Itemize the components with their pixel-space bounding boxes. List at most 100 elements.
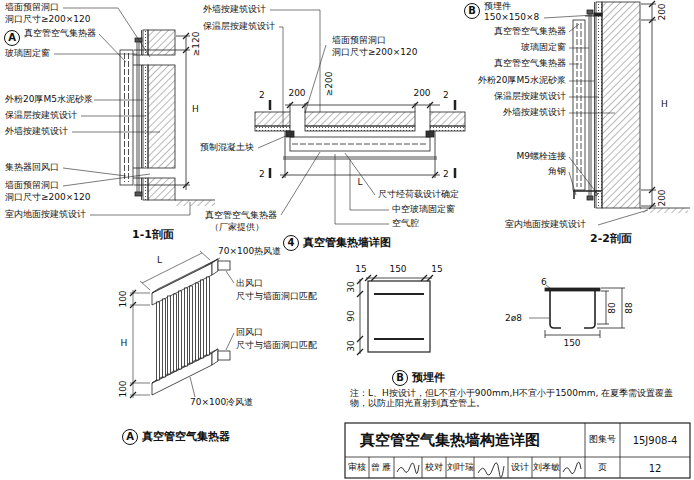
- leader-line: [569, 24, 579, 32]
- embedded-plate: [601, 288, 625, 289]
- dimension-text: 30: [347, 281, 357, 292]
- section-1-1: [143, 30, 148, 55]
- dimension-line: [205, 258, 220, 266]
- embedded-plate: [357, 349, 363, 355]
- annotation-text: 真空管空气集热器: [205, 211, 277, 221]
- plan-detail: [292, 144, 428, 145]
- section-1-1: [133, 178, 143, 179]
- dimension-text: 页: [598, 463, 607, 473]
- dimension-line: [190, 377, 195, 397]
- callout-circle: B预埋件: [392, 370, 408, 386]
- annotation-text: 出风口: [236, 279, 263, 289]
- embedded-plate: [545, 330, 546, 338]
- title-block: [345, 423, 690, 478]
- plan-detail: [432, 172, 438, 178]
- embedded-plate: [550, 291, 561, 328]
- leader-line: [270, 10, 320, 112]
- annotation-text: 洞口尺寸≥200×120: [5, 193, 90, 203]
- plan-detail: [305, 112, 415, 126]
- title-block: [345, 457, 690, 458]
- plan-detail: [305, 126, 415, 131]
- annotation-text: 室内地面按建筑设计: [505, 220, 586, 230]
- collector-isometric: [168, 296, 171, 374]
- annotation-text: 70×100冷风道: [190, 398, 253, 408]
- leader-line: [569, 81, 594, 82]
- annotation-text: 2: [259, 91, 265, 101]
- embedded-plate: [601, 291, 609, 292]
- embedded-plate: [357, 278, 363, 284]
- callout-letter: A: [126, 432, 134, 442]
- collector-isometric: [196, 283, 199, 360]
- embedded-plate: [427, 275, 433, 281]
- section-1-1: [135, 192, 142, 196]
- section-2-2: [641, 206, 656, 207]
- annotation-text: 2ø8: [505, 314, 522, 324]
- callout-letter: A: [8, 33, 16, 43]
- plan-detail: [255, 126, 290, 131]
- leader-line: [281, 152, 320, 215]
- section-2-2: [573, 1, 690, 213]
- annotation-text: 保温层按建筑设计: [203, 22, 275, 32]
- plan-detail: [269, 168, 272, 178]
- section-1-1: [139, 42, 140, 192]
- section-2-2: [595, 193, 598, 196]
- dimension-text: 30: [347, 340, 357, 351]
- section-1-1: [135, 38, 142, 42]
- leader-line: [569, 48, 589, 49]
- collector-isometric: [212, 349, 218, 365]
- title-block: [422, 457, 423, 478]
- view-heading: 真空管集热墙详图: [303, 237, 391, 249]
- annotation-text: 2-2剖面: [590, 233, 632, 245]
- view-heading: 真空管空气集热器: [142, 431, 230, 443]
- dimension-line: [226, 333, 234, 350]
- collector-isometric: [185, 288, 188, 366]
- section-1-1: [183, 33, 189, 39]
- dimension-text: 审核: [348, 463, 366, 473]
- dimension-text: 150: [389, 265, 406, 275]
- dimension-line: [140, 281, 150, 290]
- dimension-text: 设计: [511, 463, 529, 473]
- section-1-1: [148, 65, 175, 168]
- title-block: [508, 457, 509, 478]
- section-2-2: [641, 4, 656, 5]
- section-1-1: [176, 36, 190, 37]
- annotation-text: 回风口: [236, 328, 263, 338]
- dimension-text: ≥200: [325, 72, 335, 97]
- collector-isometric: [190, 286, 193, 363]
- title-block: [474, 457, 475, 478]
- title-block: [446, 457, 447, 478]
- annotation-text: 2: [259, 170, 265, 180]
- title-block: [478, 463, 504, 478]
- annotation-text: 角钢: [548, 167, 566, 177]
- dimension-text: 15: [431, 265, 442, 275]
- dimension-text: 15J908-4: [633, 435, 678, 446]
- title-block: [397, 463, 419, 474]
- leader-line: [544, 15, 594, 18]
- plan-detail: [283, 159, 437, 160]
- annotation-text: H: [192, 105, 199, 115]
- section-2-2: [649, 17, 655, 23]
- dimension-text: 200: [413, 89, 430, 99]
- annotation-text: 150×150×8: [484, 13, 539, 23]
- dimension-text: 100: [119, 380, 129, 397]
- leader-line: [598, 210, 648, 225]
- callout-circle: 4真空管集热墙详图: [283, 235, 299, 251]
- annotation-text: H: [661, 100, 668, 110]
- section-1-1: [141, 30, 142, 55]
- dimension-text: 校对: [425, 463, 443, 473]
- view-heading: 预埋件: [412, 372, 445, 384]
- dimension-line: [130, 380, 136, 386]
- collector-isometric: [201, 280, 204, 358]
- embedded-plate: [371, 275, 377, 281]
- annotation-text: 外墙按建筑设计: [5, 127, 68, 137]
- annotation-text: M9螺栓连接: [517, 152, 567, 162]
- dimension-line: [130, 302, 136, 308]
- section-1-1: [120, 30, 215, 206]
- plan-detail: [286, 131, 294, 137]
- section-2-2: [641, 20, 656, 21]
- dimension-text: 刘叶瑞: [447, 463, 474, 473]
- embedded-plate: [365, 275, 371, 281]
- section-2-2: [596, 2, 602, 208]
- dimension-text: 200: [658, 189, 668, 206]
- dimension-line: [133, 290, 134, 398]
